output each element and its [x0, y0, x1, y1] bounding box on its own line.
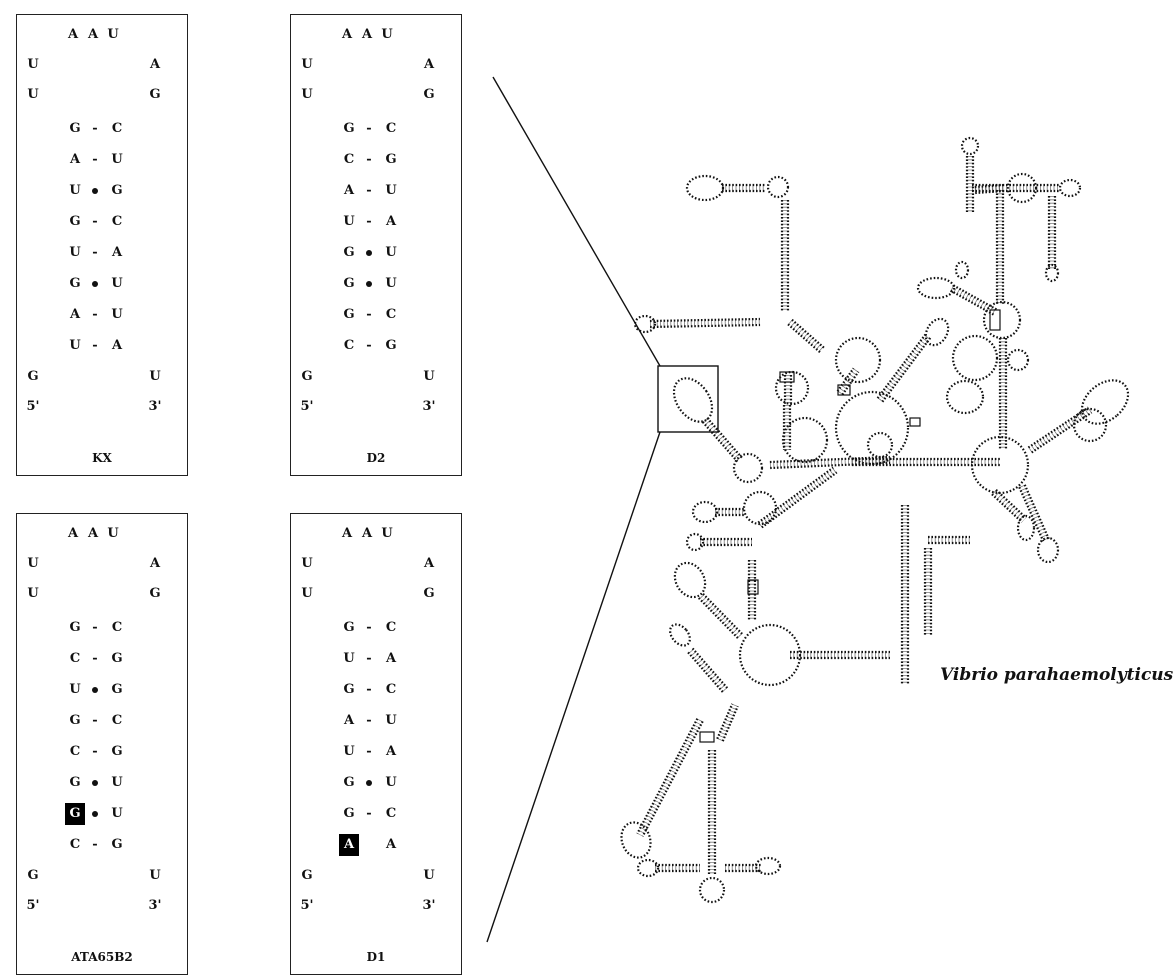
hairpin-loop	[868, 433, 892, 457]
helix-strand	[992, 494, 1022, 522]
helix-strand	[698, 597, 738, 638]
hairpin-loop	[669, 557, 711, 602]
hairpin-loop	[768, 177, 788, 197]
helix-strand	[758, 468, 833, 523]
base-pair-ticks	[705, 420, 740, 460]
helix-strand	[702, 593, 742, 634]
base-pair-ticks	[994, 492, 1024, 520]
base-pair-ticks	[700, 595, 740, 636]
helix-strand	[953, 285, 996, 309]
hairpin-loop	[740, 625, 800, 685]
helix-strand	[707, 418, 742, 458]
base-pair-ticks	[790, 322, 822, 350]
structure-drawing	[617, 138, 1137, 902]
base-pair-ticks	[720, 705, 735, 740]
helix-strand	[792, 320, 824, 348]
hairpin-loop	[734, 454, 762, 482]
marker-box	[700, 732, 714, 742]
helix-strand	[1025, 485, 1049, 539]
helix-strand	[1032, 412, 1092, 452]
hairpin-loop	[918, 278, 954, 298]
hairpin-loop	[1060, 180, 1080, 196]
hairpin-loop	[836, 338, 880, 382]
helix-strand	[650, 319, 760, 321]
marker-box	[838, 385, 850, 395]
helix-strand	[770, 463, 890, 468]
hairpin-loop	[836, 392, 908, 464]
base-pair-ticks	[690, 650, 725, 690]
hairpin-loop	[1018, 516, 1034, 540]
hairpin-loop	[744, 492, 776, 524]
base-pair-ticks	[650, 322, 760, 324]
helix-strand	[692, 648, 727, 688]
hairpin-loop	[693, 502, 717, 522]
marker-box	[910, 418, 920, 426]
hairpin-loop	[953, 336, 997, 380]
hairpin-loop	[956, 262, 968, 278]
base-pair-ticks	[640, 720, 700, 835]
species-label: Vibrio parahaemolyticus	[940, 665, 1173, 685]
zoom-box	[658, 366, 718, 432]
helix-strand	[788, 324, 820, 352]
helix-strand	[703, 422, 738, 462]
hairpin-loop	[947, 381, 983, 413]
hairpin-loop	[962, 138, 978, 154]
hairpin-loop	[1008, 350, 1028, 370]
helix-strand	[650, 325, 760, 327]
helix-strand	[1019, 487, 1043, 541]
helix-strand	[723, 706, 738, 741]
hairpin-loop	[700, 878, 724, 902]
base-pair-ticks	[840, 370, 856, 393]
hairpin-loop	[687, 176, 723, 200]
helix-strand	[1028, 408, 1088, 448]
hairpin-loop	[1038, 538, 1058, 562]
base-pair-ticks	[1030, 410, 1090, 450]
helix-strand	[637, 719, 697, 834]
base-pair-ticks	[880, 336, 928, 400]
hairpin-loop	[635, 316, 655, 332]
helix-strand	[878, 334, 926, 398]
hairpin-loop	[666, 621, 694, 650]
helix-strand	[882, 338, 930, 402]
hairpin-loop	[666, 371, 720, 429]
hairpin-loop	[1008, 174, 1036, 202]
marker-box	[990, 310, 1000, 330]
helix-strand	[688, 652, 723, 692]
hairpin-loop	[1074, 409, 1106, 441]
helix-strand	[643, 721, 703, 836]
